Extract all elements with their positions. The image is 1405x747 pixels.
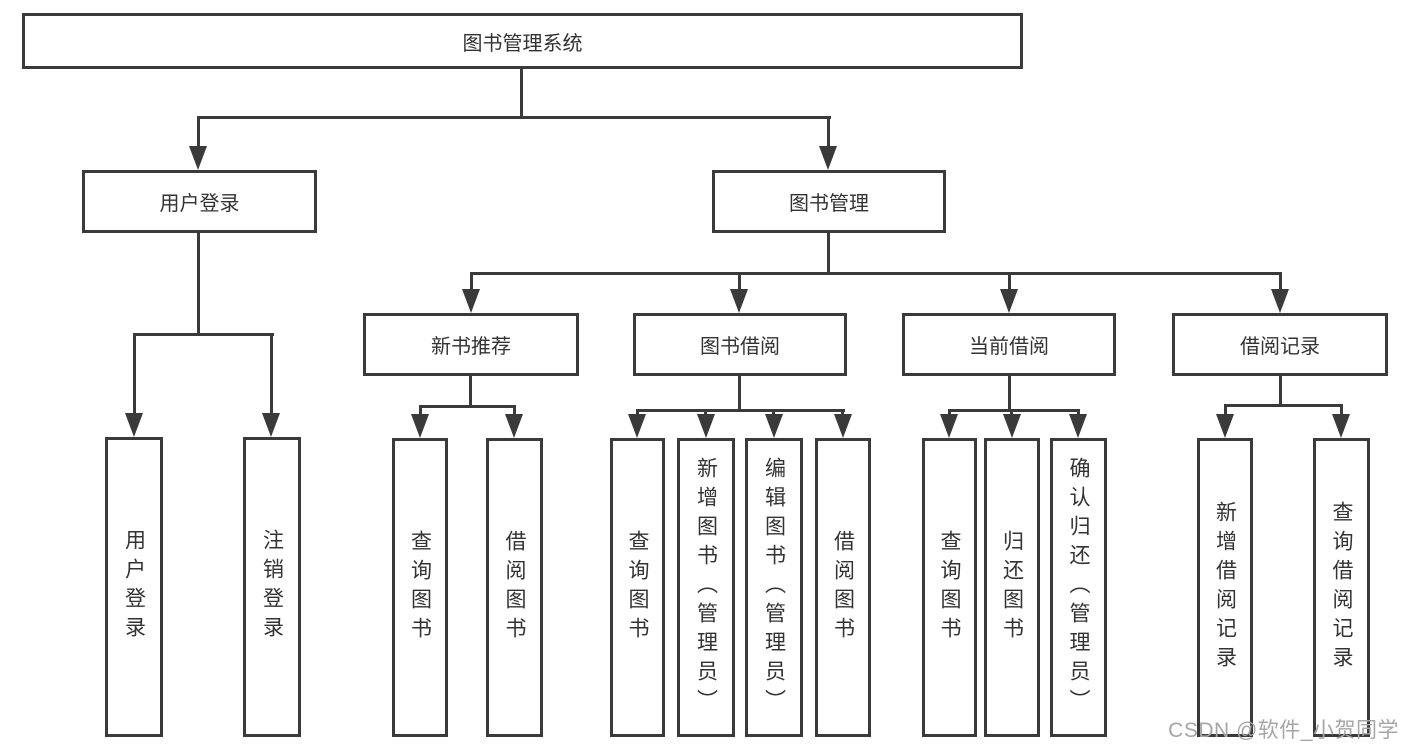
arrowhead-cb-query: [940, 414, 958, 438]
csdn-watermark: CSDN @软件_小贺同学: [1168, 719, 1399, 742]
arrowhead-bb-borrow: [834, 414, 852, 438]
leaf-cb-confirm-return-admin: 确认归还（管理员）: [1050, 438, 1107, 737]
connector-to-book-mgmt: [827, 116, 830, 150]
node-new-book-recommend: 新书推荐: [363, 313, 579, 376]
node-current-borrow-label: 当前借阅: [969, 336, 1049, 358]
leaf-logout: 注销登录: [243, 437, 301, 737]
node-book-borrow-label: 图书借阅: [700, 336, 780, 358]
connector-book-borrow-branch: [636, 409, 845, 412]
node-new-book-recommend-label: 新书推荐: [431, 336, 511, 358]
arrowhead-br-add: [1216, 414, 1234, 438]
connector-current-borrow-stem: [1008, 376, 1011, 412]
leaf-rec-borrow-books: 借阅图书: [486, 438, 543, 737]
connector-borrow-records-branch: [1224, 404, 1343, 407]
connector-root-stem: [520, 68, 523, 117]
connector-to-br-add: [1224, 404, 1227, 418]
connector-to-bb-edit: [772, 409, 775, 417]
leaf-cb-query-books-label: 查询图书: [938, 529, 961, 646]
leaf-bb-add-books-admin-label: 新增图书（管理员）: [694, 457, 718, 718]
connector-to-book-borrow: [738, 272, 741, 294]
arrowhead-cb-confirm: [1069, 414, 1087, 438]
arrowhead-new-rec: [462, 289, 480, 313]
connector-book-mgmt-branch: [470, 272, 1282, 275]
leaf-br-add-record-label: 新增借阅记录: [1213, 500, 1237, 675]
connector-to-cb-confirm: [1077, 409, 1080, 417]
leaf-cb-return-books: 归还图书: [984, 438, 1040, 737]
leaf-bb-query-books: 查询图书: [610, 438, 665, 737]
connector-to-bb-query: [636, 409, 639, 417]
connector-user-login-stem: [197, 233, 200, 336]
connector-to-logout-leaf: [270, 333, 273, 416]
arrowhead-current-borrow: [1000, 289, 1018, 313]
connector-to-bb-add: [704, 409, 707, 417]
connector-to-rec-query: [419, 405, 422, 418]
leaf-user-login: 用户登录: [105, 437, 163, 737]
connector-user-login-branch: [133, 333, 274, 336]
arrowhead-bb-edit: [765, 414, 783, 438]
leaf-bb-edit-books-admin-label: 编辑图书（管理员）: [762, 457, 786, 718]
node-book-borrow: 图书借阅: [633, 313, 847, 376]
connector-to-cb-return: [1010, 409, 1013, 417]
connector-to-current-borrow: [1008, 272, 1011, 294]
leaf-rec-query-books: 查询图书: [392, 438, 448, 737]
leaf-cb-query-books: 查询图书: [922, 438, 977, 737]
arrowhead-logout-leaf: [262, 413, 280, 437]
connector-to-login-leaf: [133, 333, 136, 416]
leaf-logout-label: 注销登录: [260, 529, 284, 645]
connector-to-bb-borrow: [841, 409, 844, 417]
arrowhead-bb-query: [628, 414, 646, 438]
arrowhead-rec-query: [411, 414, 429, 438]
leaf-cb-return-books-label: 归还图书: [1000, 529, 1024, 646]
leaf-rec-borrow-books-label: 借阅图书: [503, 529, 526, 646]
connector-book-mgmt-stem: [827, 232, 830, 275]
arrowhead-br-query: [1332, 414, 1350, 438]
node-user-login: 用户登录: [82, 170, 317, 233]
leaf-user-login-label: 用户登录: [122, 529, 146, 645]
connector-to-borrow-records: [1279, 272, 1282, 294]
arrowhead-login-leaf: [125, 413, 143, 437]
connector-to-new-rec: [470, 272, 473, 294]
arrowhead-rec-borrow: [505, 414, 523, 438]
leaf-bb-borrow-books: 借阅图书: [815, 438, 871, 737]
arrowhead-book-borrow: [730, 289, 748, 313]
node-borrow-records-label: 借阅记录: [1240, 336, 1320, 358]
leaf-rec-query-books-label: 查询图书: [408, 529, 432, 646]
connector-to-cb-query: [948, 409, 951, 417]
arrowhead-user-login: [189, 146, 207, 170]
leaf-cb-confirm-return-admin-label: 确认归还（管理员）: [1067, 457, 1090, 718]
arrowhead-bb-add: [697, 414, 715, 438]
node-root-label: 图书管理系统: [462, 32, 583, 55]
leaf-br-query-record: 查询借阅记录: [1313, 438, 1370, 737]
leaf-br-add-record: 新增借阅记录: [1197, 438, 1253, 737]
arrowhead-book-mgmt: [819, 146, 837, 170]
arrowhead-cb-return: [1003, 414, 1021, 438]
node-borrow-records: 借阅记录: [1172, 313, 1388, 376]
leaf-br-query-record-label: 查询借阅记录: [1330, 500, 1353, 675]
node-book-management: 图书管理: [712, 170, 946, 233]
connector-current-borrow-branch: [948, 409, 1080, 412]
node-current-borrow: 当前借阅: [902, 313, 1116, 376]
leaf-bb-query-books-label: 查询图书: [626, 529, 649, 646]
connector-new-rec-branch: [419, 405, 516, 408]
leaf-bb-borrow-books-label: 借阅图书: [831, 529, 855, 646]
connector-book-borrow-stem: [738, 376, 741, 412]
node-root: 图书管理系统: [22, 13, 1023, 69]
connector-new-rec-stem: [469, 376, 472, 408]
node-user-login-label: 用户登录: [159, 193, 240, 215]
connector-to-user-login: [197, 116, 200, 150]
leaf-bb-add-books-admin: 新增图书（管理员）: [677, 438, 735, 737]
arrowhead-borrow-records: [1271, 289, 1289, 313]
node-book-management-label: 图书管理: [789, 193, 869, 215]
connector-to-br-query: [1340, 404, 1343, 418]
leaf-bb-edit-books-admin: 编辑图书（管理员）: [745, 438, 803, 737]
connector-root-branch: [197, 116, 831, 119]
connector-to-rec-borrow: [513, 405, 516, 418]
connector-borrow-records-stem: [1279, 376, 1282, 407]
